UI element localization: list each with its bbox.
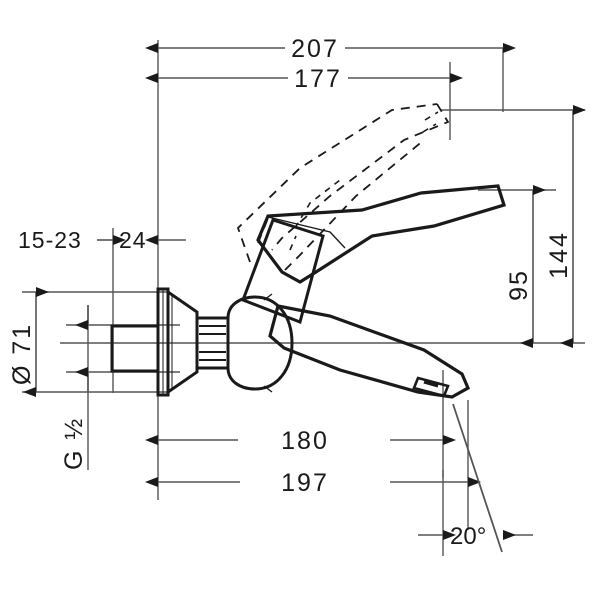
dimension-thread-size: G ½ bbox=[60, 305, 89, 470]
dimension-lever-height: 144 bbox=[545, 105, 586, 348]
dim-label-20-deg: 20° bbox=[450, 523, 486, 550]
dim-label-177: 177 bbox=[294, 65, 342, 93]
dimension-spout-height: 95 bbox=[505, 185, 546, 348]
dim-label-207: 207 bbox=[291, 35, 339, 63]
dim-label-g-half: G ½ bbox=[60, 417, 88, 470]
dim-label-71: Ø 71 bbox=[8, 323, 36, 385]
threaded-inlet-connector bbox=[110, 324, 160, 373]
dimension-overall-reach: 197 bbox=[145, 469, 481, 497]
dimension-wall-offset: 15-23 24 bbox=[18, 227, 186, 253]
lever-handle bbox=[256, 184, 507, 284]
dimension-207: 207 bbox=[145, 35, 516, 63]
dim-label-180: 180 bbox=[281, 427, 329, 455]
dimension-flange-diameter: Ø 71 bbox=[8, 287, 49, 397]
dim-label-24: 24 bbox=[119, 227, 147, 253]
aerator-outlet bbox=[412, 376, 450, 398]
dimension-177: 177 bbox=[145, 65, 463, 93]
angle-leader-line bbox=[452, 403, 503, 553]
dimension-outlet-angle: 20° bbox=[418, 403, 533, 553]
wall-flange-escutcheon bbox=[156, 287, 199, 397]
dim-label-144: 144 bbox=[545, 231, 573, 279]
lever-phantom-detail bbox=[289, 111, 439, 251]
dim-label-197: 197 bbox=[281, 469, 329, 497]
dim-label-95: 95 bbox=[505, 269, 533, 301]
faucet-assembly bbox=[110, 103, 507, 399]
dim-label-15-23: 15-23 bbox=[18, 227, 82, 253]
lever-handle-raised-phantom bbox=[236, 103, 450, 271]
mixer-body bbox=[226, 293, 294, 393]
swan-spout bbox=[268, 304, 471, 399]
dimension-spout-reach: 180 bbox=[145, 427, 456, 455]
